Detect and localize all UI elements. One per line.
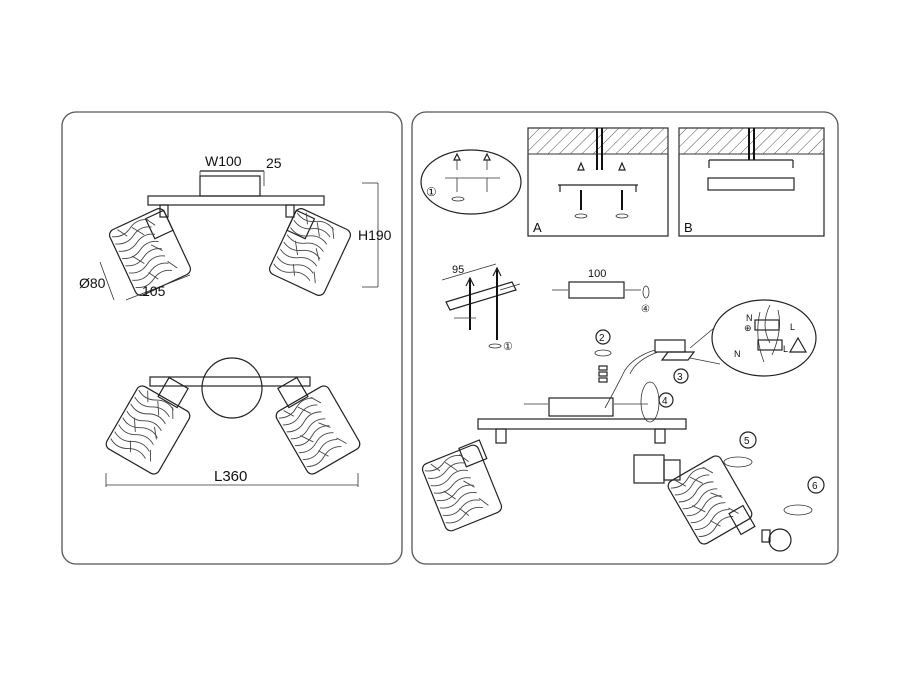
wire-n-bottom: N: [734, 349, 741, 359]
step-4-label: 4: [662, 396, 668, 407]
wire-l-top: L: [790, 322, 795, 332]
height-label: H190: [358, 227, 392, 243]
step-5-label: 5: [744, 436, 750, 447]
depth-label: 25: [266, 155, 282, 171]
step-3: 3: [677, 372, 683, 383]
bulb-steps: 5 6: [723, 431, 825, 552]
right-panel: [411, 111, 839, 565]
plate-diagram: 100 ④: [552, 268, 650, 315]
step-1-callout: ①: [420, 149, 522, 215]
mounting-diagram-a: A: [527, 127, 669, 237]
installed-fixture: [420, 418, 756, 546]
terminal-block: 3: [604, 339, 696, 409]
canopy-assembly: 4: [524, 381, 674, 423]
dimension-labels: W100 25 H190 Ø80 105 L360: [79, 153, 392, 485]
mounting-diagram-b: B: [678, 127, 825, 237]
width-label: W100: [205, 153, 242, 169]
step-2: 2: [594, 329, 612, 383]
shade-length-label: 105: [142, 283, 166, 299]
length-label: L360: [214, 468, 247, 485]
step-4-small: ④: [641, 304, 650, 315]
step-1-badge: ①: [426, 185, 437, 199]
earth-top: ⊕: [744, 323, 752, 333]
step-6-label: 6: [812, 481, 818, 492]
fixture-front-view: [99, 170, 379, 301]
bracket-diagram: 95 ①: [441, 263, 521, 353]
hole-spacing-label: 95: [452, 264, 464, 276]
label-a: A: [533, 220, 542, 235]
diameter-label: Ø80: [79, 275, 106, 291]
plate-length-label: 100: [588, 268, 606, 280]
label-b: B: [684, 220, 693, 235]
wire-l-bottom: L: [783, 344, 788, 354]
step-1-small: ①: [503, 341, 513, 353]
fixture-top-view: [104, 357, 362, 487]
step-2-label: 2: [599, 333, 605, 344]
wiring-callout: N L ⊕ N L: [689, 299, 817, 377]
wire-n-top: N: [746, 313, 753, 323]
left-panel: [61, 111, 403, 565]
